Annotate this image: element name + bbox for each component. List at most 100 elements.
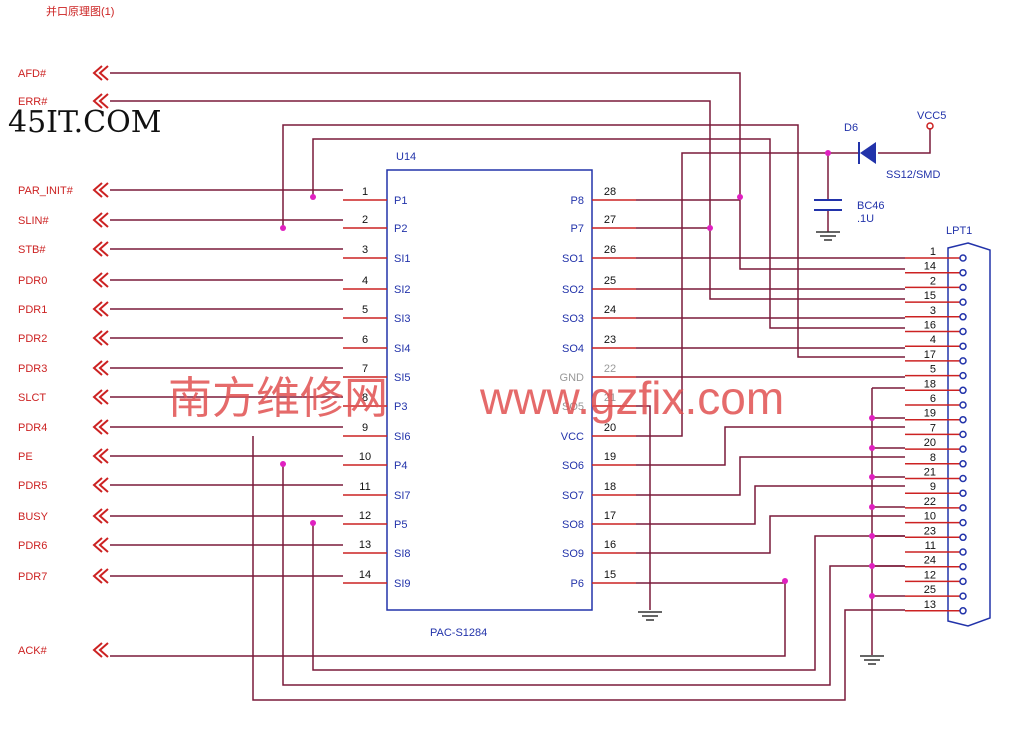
signal-label: AFD# (18, 68, 47, 80)
ic-pin-number: 26 (604, 244, 616, 256)
connector-pin-number: 13 (924, 599, 936, 611)
ic-pin-name: SO9 (562, 548, 584, 560)
diode-part: SS12/SMD (886, 169, 940, 181)
signal-label: PE (18, 451, 33, 463)
connector-pin-number: 20 (924, 437, 936, 449)
connector-contact (959, 607, 967, 615)
vcc-label: VCC5 (917, 110, 946, 122)
signal-arrow (92, 212, 103, 228)
signal-label: PDR4 (18, 422, 47, 434)
connector-pin-number: 23 (924, 525, 936, 537)
connector-pin-number: 12 (924, 569, 936, 581)
connector-contact (959, 283, 967, 292)
connector-contact (959, 504, 967, 512)
signal-arrow (92, 448, 103, 464)
signal-label: PDR2 (18, 333, 47, 345)
connector-pin-number: 9 (930, 481, 936, 493)
signal-arrow (92, 477, 103, 493)
junction-dot (869, 563, 875, 569)
ic-pin-name: P5 (394, 519, 407, 531)
ic-pin-number: 10 (359, 451, 371, 463)
ic-pin-name: SO6 (562, 460, 584, 472)
ic-pin-number: 20 (604, 422, 616, 434)
junction-dot (869, 593, 875, 599)
ic-pin-number: 5 (362, 304, 368, 316)
signal-arrow (92, 272, 103, 288)
wire-vcc (636, 152, 860, 437)
junction-dot (869, 415, 875, 421)
ic-pin-name: VCC (561, 431, 584, 443)
signal-arrow (92, 182, 103, 198)
junction-dot (782, 578, 788, 584)
signal-label: ERR# (18, 96, 48, 108)
junction-dot (310, 194, 316, 200)
signal-label: PAR_INIT# (18, 185, 74, 197)
signal-arrow (98, 568, 109, 584)
signal-label: PDR3 (18, 363, 47, 375)
signal-label: SLCT (18, 392, 46, 404)
signal-arrow (98, 182, 109, 198)
ic-pin-name: SI6 (394, 431, 411, 443)
signal-arrow (92, 241, 103, 257)
connector-contact (959, 592, 967, 600)
ic-pin-number: 11 (359, 481, 370, 493)
ic-pin-number: 21 (604, 392, 616, 404)
connector-contact (959, 342, 967, 350)
signal-arrow (92, 537, 103, 553)
ic-pin-number: 25 (604, 275, 616, 287)
url-watermark: www.gzfix.com (479, 372, 784, 424)
signal-label: PDR0 (18, 275, 47, 287)
diode-ref: D6 (844, 122, 858, 134)
ic-pin-name: SI2 (394, 284, 411, 296)
ic-pin-name: SI7 (394, 490, 411, 502)
ic-pin-name: SI9 (394, 578, 411, 590)
signal-arrow (92, 568, 103, 584)
wire-loop-p5 (312, 523, 905, 671)
ic-pin-name: SI1 (394, 253, 411, 265)
connector-pin-number: 8 (930, 452, 936, 464)
signal-arrow (98, 241, 109, 257)
ic-part: PAC-S1284 (430, 627, 487, 639)
signal-labels: AFD#ERR#PAR_INIT#SLIN#STB#PDR0PDR1PDR2PD… (18, 68, 74, 657)
ic-pin-name: SO2 (562, 284, 584, 296)
connector-contact (959, 357, 967, 365)
ic-pin-name: SO1 (562, 253, 584, 265)
junctions (280, 150, 875, 599)
signal-label: SLIN# (18, 215, 49, 227)
signal-label: PDR5 (18, 480, 47, 492)
ic-pin-number: 12 (359, 510, 371, 522)
signal-arrow (92, 93, 103, 109)
connector-contact (959, 533, 967, 542)
connector-pin-number: 14 (924, 261, 936, 273)
ic-pin-number: 19 (604, 451, 616, 463)
wire-loop-si6 (252, 436, 905, 701)
wire-so9 (636, 515, 905, 554)
signal-arrow (98, 65, 109, 81)
connector-pin-number: 24 (924, 555, 936, 567)
junction-dot (280, 225, 286, 231)
ic-pin-name: P3 (394, 401, 407, 413)
connector-pin-number: 3 (930, 305, 936, 317)
connector-pin-number: 16 (924, 320, 936, 332)
ic-pin-number: 17 (604, 510, 616, 522)
connector-pin-number: 1 (930, 246, 936, 258)
wire-afd (110, 72, 905, 270)
junction-dot (707, 225, 713, 231)
junction-dot (869, 445, 875, 451)
signal-arrow (98, 419, 109, 435)
connector-pin-number: 21 (924, 467, 936, 479)
ic-pin-name: SO5 (562, 401, 584, 413)
ic-ref: U14 (396, 151, 416, 163)
connector-contact (959, 562, 967, 571)
ic-pin-number: 22 (604, 363, 616, 375)
wire-so7 (636, 456, 905, 496)
signal-label: ACK# (18, 645, 48, 657)
ic-pin-name: SI8 (394, 548, 411, 560)
junction-dot (869, 533, 875, 539)
wire-ack (110, 581, 786, 657)
ic-pin-name: SO3 (562, 313, 584, 325)
junction-dot (869, 504, 875, 510)
connector-contact (959, 298, 967, 306)
ic-pin-name: SI5 (394, 372, 411, 384)
